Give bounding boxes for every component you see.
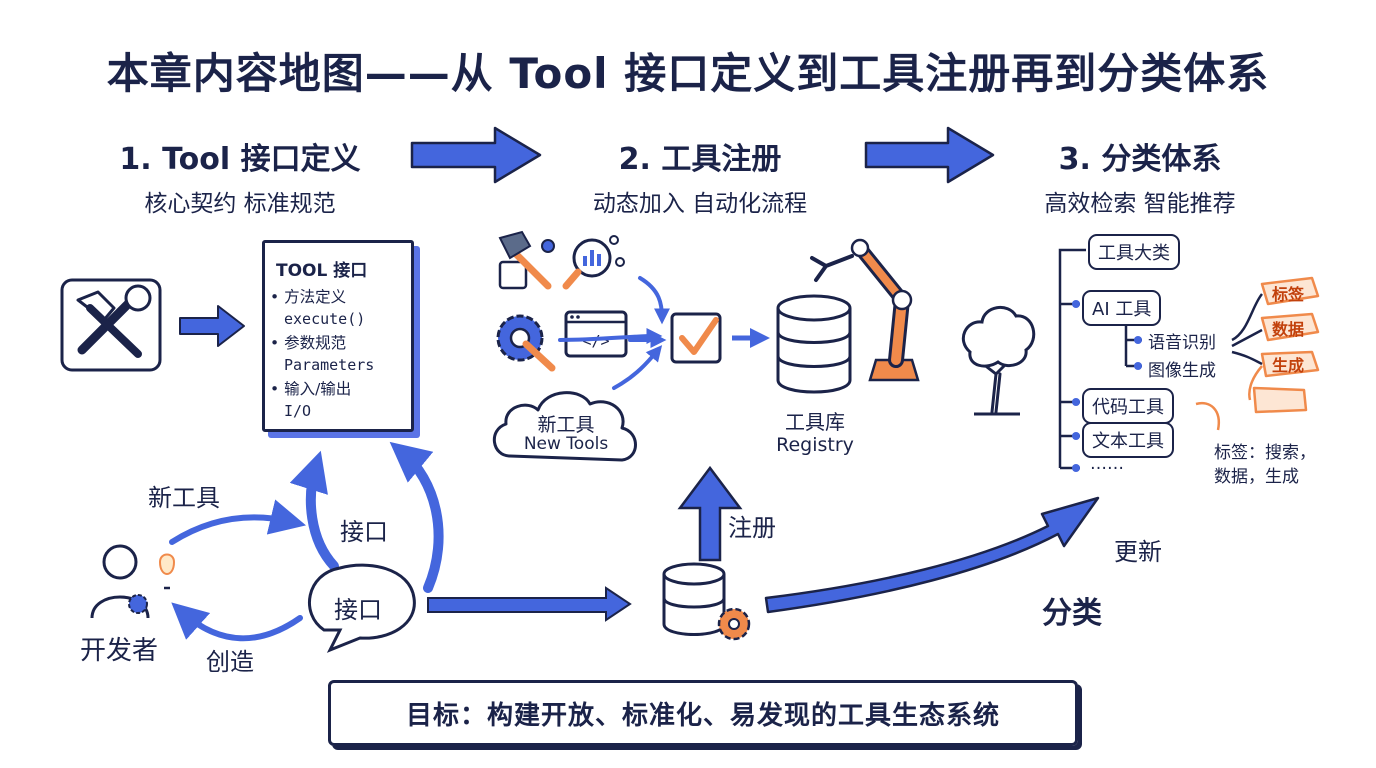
tool-doc-heading: TOOL 接口 <box>276 261 368 281</box>
create-label: 创造 <box>206 648 254 676</box>
tool-doc-line: execute() <box>284 310 366 328</box>
tool-doc-line: • 参数规范 <box>270 334 347 352</box>
tag-note-line-2: 数据，生成 <box>1214 467 1299 487</box>
arrow-bubble-to-db <box>427 586 632 622</box>
interface-label: 接口 <box>340 518 388 546</box>
registry-sublabel: Registry <box>776 434 854 456</box>
register-arrow-up <box>677 465 743 562</box>
tools-icon <box>60 278 162 372</box>
search-chart-icon <box>562 235 625 290</box>
goal-banner: 目标：构建开放、标准化、易发现的工具生态系统 <box>328 680 1078 746</box>
taxonomy-text-tools: 文本工具 <box>1082 422 1174 458</box>
robot-arm-icon <box>810 238 920 382</box>
code-window-icon: </> <box>564 310 628 358</box>
step-arrow-2-to-3 <box>864 126 995 184</box>
tool-doc-line: Parameters <box>284 356 375 374</box>
page-title: 本章内容地图——从 Tool 接口定义到工具注册再到分类体系 <box>106 49 1270 98</box>
tool-doc-line: • 方法定义 <box>270 288 347 306</box>
register-label: 注册 <box>728 514 776 542</box>
speech-bubble-label: 接口 <box>334 596 382 624</box>
tool-doc-line: I/O <box>284 402 312 420</box>
speech-bubble <box>308 563 416 653</box>
update-label: 更新 <box>1114 538 1162 566</box>
hammer-ai-icon <box>498 230 555 290</box>
arrow-tools-to-doc <box>179 305 245 347</box>
taxonomy-code-tools: 代码工具 <box>1082 388 1174 424</box>
tree-icon <box>961 306 1036 416</box>
svg-text:</>: </> <box>582 332 609 350</box>
taxonomy-lines <box>1058 248 1264 472</box>
classify-label: 分类 <box>1042 596 1102 631</box>
gear-wrench-icon <box>496 314 556 372</box>
tool-interface-document <box>262 240 414 432</box>
step-1-subtitle: 核心契约 标准规范 <box>144 191 336 217</box>
tag-data: 数据 <box>1272 320 1305 339</box>
tag-label: 标签 <box>1272 285 1305 304</box>
developer-label: 开发者 <box>80 636 159 666</box>
check-icon <box>670 312 722 364</box>
new-tools-cloud <box>493 391 637 462</box>
developer-icon <box>90 544 176 619</box>
tag-note-line-1: 标签：搜索， <box>1214 443 1316 463</box>
dev-arrows <box>169 499 307 642</box>
taxonomy-ai-tools: AI 工具 <box>1082 290 1162 326</box>
step-3-title: 3. 分类体系 <box>1058 142 1222 177</box>
new-tools-cloud-label: 新工具 <box>537 414 595 436</box>
step-2-title: 2. 工具注册 <box>618 142 782 177</box>
registry-database-icon <box>776 294 852 394</box>
step-3-subtitle: 高效检索 智能推荐 <box>1044 191 1236 217</box>
taxonomy-root: 工具大类 <box>1088 234 1180 270</box>
tool-doc-line: • 输入/输出 <box>270 380 352 398</box>
registry-label: 工具库 <box>785 410 845 434</box>
step-2-subtitle: 动态加入 自动化流程 <box>592 191 808 217</box>
tag-generate: 生成 <box>1272 356 1305 375</box>
taxonomy-more: …… <box>1090 454 1124 474</box>
database-gear-icon <box>662 562 751 641</box>
new-tool-label: 新工具 <box>148 484 220 512</box>
converging-arrows <box>558 276 670 390</box>
interface-arrows-up <box>289 441 444 593</box>
tag-shapes <box>1252 276 1320 414</box>
taxonomy-image: 图像生成 <box>1148 361 1216 381</box>
taxonomy-speech: 语音识别 <box>1148 333 1216 353</box>
new-tools-cloud-sublabel: New Tools <box>523 434 609 454</box>
step-1-title: 1. Tool 接口定义 <box>119 142 361 177</box>
classify-curve-arrow <box>764 496 1100 614</box>
step-arrow-1-to-2 <box>410 126 542 184</box>
